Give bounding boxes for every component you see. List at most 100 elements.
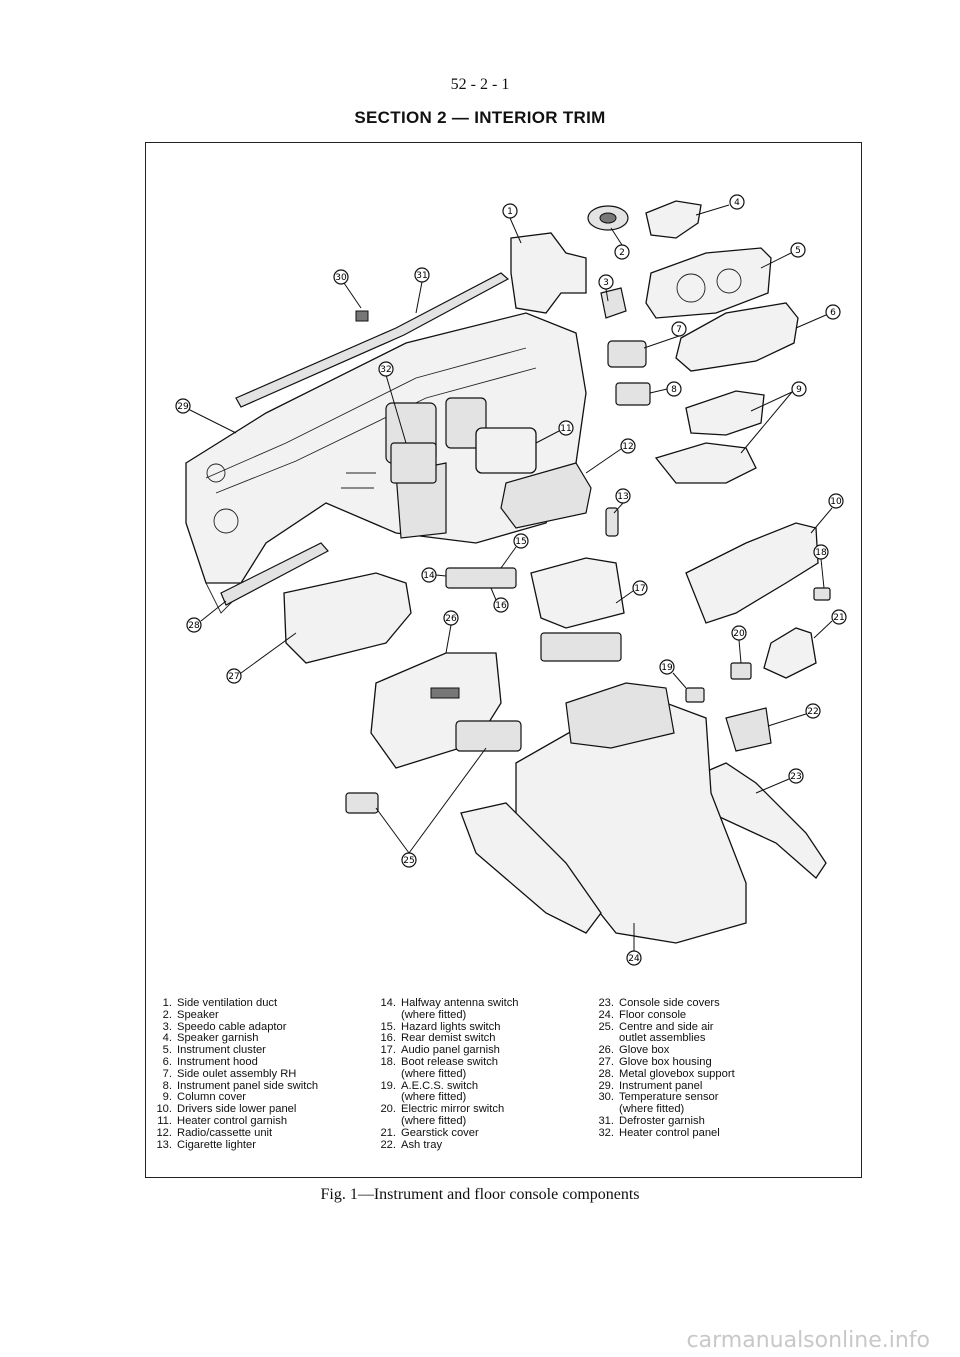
callout-16: 16	[493, 597, 509, 613]
legend-item: 21.Gearstick cover	[380, 1126, 479, 1139]
drivers-lower-panel-part	[685, 522, 819, 624]
callout-23: 23	[788, 768, 804, 784]
callout-12: 12	[620, 438, 636, 454]
svg-text:18: 18	[815, 548, 827, 558]
ash-tray-part	[725, 707, 772, 752]
leader-lines	[187, 204, 833, 951]
legend-item: 3.Speedo cable adaptor	[162, 1020, 287, 1033]
legend-item: (where fitted)	[401, 1091, 467, 1104]
callout-27: 27	[226, 668, 242, 684]
svg-text:27: 27	[228, 672, 239, 682]
exploded-diagram: 1 2 3 4 5 6 7 8 9 10 11 12 13 14 15 16 1…	[175, 194, 847, 966]
callout-28: 28	[186, 617, 202, 633]
svg-text:2: 2	[619, 248, 625, 258]
temperature-sensor-part	[355, 310, 369, 322]
svg-text:3: 3	[603, 278, 609, 288]
svg-text:17: 17	[634, 584, 645, 594]
legend-item: 8.Instrument panel side switch	[162, 1079, 319, 1092]
svg-text:16: 16	[495, 601, 507, 611]
svg-text:22: 22	[807, 707, 818, 717]
side-outlet-rh-part	[607, 340, 647, 368]
page-number: 52 - 2 - 1	[450, 76, 510, 93]
callout-31: 31	[414, 267, 430, 283]
callout-22: 22	[805, 703, 821, 719]
svg-text:21: 21	[833, 613, 844, 623]
side-ventilation-duct-part	[510, 232, 587, 314]
svg-text:7: 7	[676, 325, 682, 335]
radio-cassette-part	[500, 462, 592, 529]
legend-item: 19.A.E.C.S. switch	[380, 1079, 479, 1092]
console-side-cover-part	[690, 762, 827, 879]
watermark-text: carmanualsonline.info	[686, 1328, 930, 1353]
callout-13: 13	[615, 488, 631, 504]
svg-text:30: 30	[335, 273, 347, 283]
callout-15: 15	[513, 533, 529, 549]
callout-20: 20	[731, 625, 747, 641]
svg-text:6: 6	[830, 308, 836, 318]
legend-item: 26.Glove box	[598, 1044, 670, 1057]
svg-text:25: 25	[403, 856, 414, 866]
figure-caption: Fig. 1—Instrument and floor console comp…	[320, 1186, 640, 1203]
legend-item: 16.Rear demist switch	[380, 1032, 496, 1045]
callout-17: 17	[632, 580, 648, 596]
legend-item: 18.Boot release switch	[380, 1055, 499, 1068]
callout-10: 10	[828, 493, 844, 509]
legend-item: 24.Floor console	[598, 1008, 687, 1021]
instrument-cluster-part	[645, 247, 772, 319]
legend-item: 5.Instrument cluster	[162, 1044, 266, 1057]
callout-26: 26	[443, 610, 459, 626]
callout-19: 19	[659, 659, 675, 675]
legend-item: (where fitted)	[401, 1114, 467, 1127]
callout-29: 29	[175, 398, 191, 414]
legend-item: 7.Side oulet assembly RH	[162, 1067, 297, 1080]
callout-6: 6	[825, 304, 841, 320]
legend-item: 9.Column cover	[162, 1091, 247, 1104]
svg-text:1: 1	[507, 207, 513, 217]
heater-control-garnish-part	[475, 427, 537, 474]
legend-item: 27.Glove box housing	[598, 1055, 712, 1068]
legend-item: 20.Electric mirror switch	[380, 1103, 505, 1116]
legend-item: 30.Temperature sensor	[598, 1091, 719, 1104]
audio-panel-garnish-part	[530, 557, 625, 629]
legend-item: 11.Heater control garnish	[157, 1114, 288, 1127]
legend-column-3: 23.Console side covers 24.Floor console …	[594, 997, 734, 1140]
aecs-switch-part	[685, 687, 705, 703]
callout-3: 3	[598, 274, 614, 290]
callout-7: 7	[671, 321, 687, 337]
legend-item: 14.Halfway antenna switch	[380, 997, 519, 1009]
legend-item: (where fitted)	[401, 1008, 467, 1021]
svg-text:8: 8	[671, 385, 677, 395]
figure-frame: 1 2 3 4 5 6 7 8 9 10 11 12 13 14 15 16 1…	[145, 142, 862, 1178]
legend-item: 6.Instrument hood	[162, 1055, 258, 1068]
legend-column-1: 1.Side ventilation duct 2.Speaker 3.Spee…	[152, 997, 319, 1151]
callout-18: 18	[813, 544, 829, 560]
svg-text:31: 31	[416, 271, 427, 281]
legend-item: 22.Ash tray	[380, 1138, 443, 1151]
callout-30: 30	[333, 269, 349, 285]
glovebox-support-part	[220, 542, 329, 606]
svg-text:26: 26	[445, 614, 457, 624]
callout-5: 5	[790, 242, 806, 258]
section-title: SECTION 2 — INTERIOR TRIM	[354, 108, 606, 127]
glove-box-housing-part	[283, 572, 412, 664]
legend-item: 29.Instrument panel	[598, 1079, 703, 1092]
legend-item: 32.Heater control panel	[598, 1126, 720, 1139]
legend-item: 25.Centre and side air	[598, 1020, 714, 1033]
svg-text:10: 10	[830, 497, 842, 507]
svg-text:28: 28	[188, 621, 200, 631]
svg-text:19: 19	[661, 663, 673, 673]
legend-column-2: 14.Halfway antenna switch (where fitted)…	[376, 997, 519, 1151]
boot-release-switch-part	[813, 587, 831, 601]
callout-11: 11	[558, 420, 574, 436]
cigarette-lighter-part	[605, 507, 619, 537]
callout-4: 4	[729, 194, 745, 210]
legend-item: (where fitted)	[619, 1103, 685, 1116]
svg-text:13: 13	[617, 492, 628, 502]
callout-2: 2	[614, 244, 630, 260]
svg-text:23: 23	[790, 772, 801, 782]
legend-item: outlet assemblies	[619, 1032, 706, 1045]
svg-text:15: 15	[515, 537, 526, 547]
svg-text:4: 4	[734, 198, 740, 208]
callout-8: 8	[666, 381, 682, 397]
legend-item: 13.Cigarette lighter	[156, 1138, 256, 1151]
